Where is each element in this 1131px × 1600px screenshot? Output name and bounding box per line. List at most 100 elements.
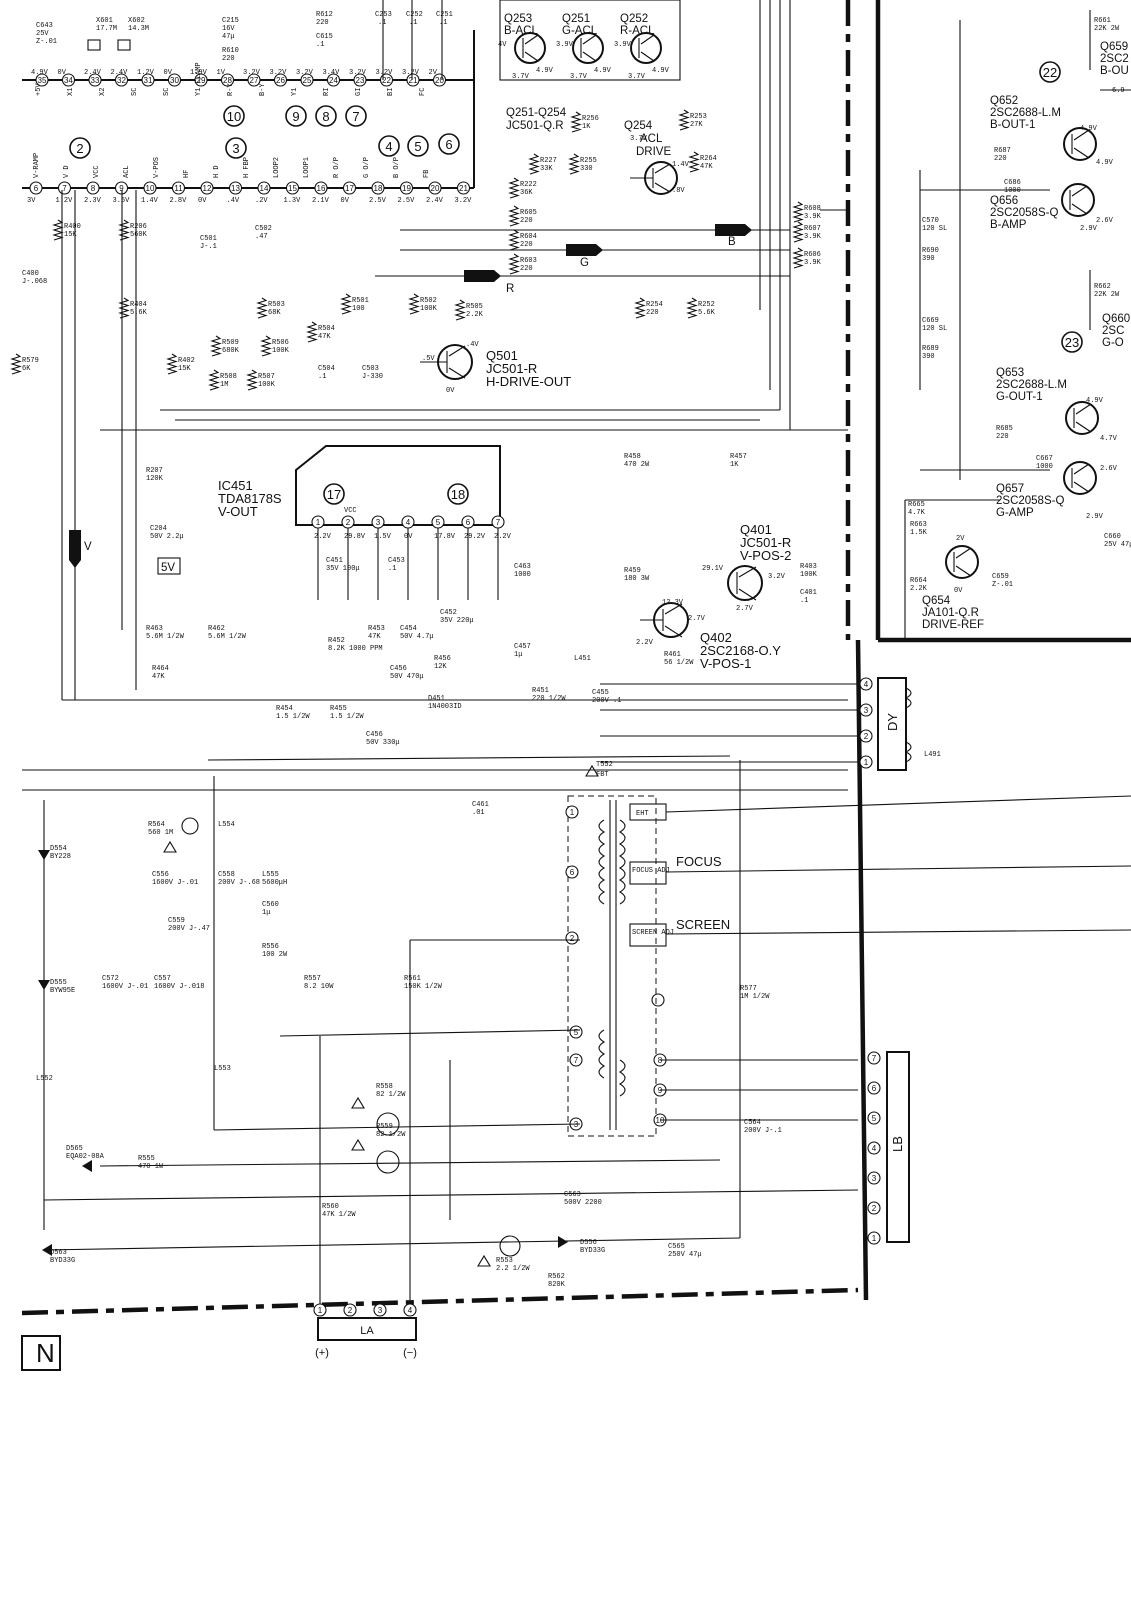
resistor-r509-value: 680K — [222, 347, 240, 355]
hv-part-r562-value: 820K — [548, 1281, 566, 1289]
dy-pin-1-number: 1 — [864, 758, 869, 767]
ic-bottom-pin-8-number: 8 — [91, 184, 96, 193]
cap-c504: C504.1 — [318, 365, 335, 381]
ic-bottom-pin-name: ACL — [123, 165, 131, 178]
bubble-3: 3 — [225, 137, 247, 159]
resistor-r606-value: 3.9K — [804, 259, 822, 267]
resistor-r227-value: 33K — [540, 165, 553, 173]
la-minus: (−) — [403, 1347, 417, 1359]
ic451-pin-4: 4 — [401, 515, 415, 529]
right-part-q654-ref: Q654 — [922, 595, 951, 607]
bubble-18: 18 — [447, 483, 469, 505]
resistor-r400-value: 15K — [64, 231, 77, 239]
hv-part-r577-ref: R577 — [740, 985, 757, 993]
part-c454-ref: C454 — [400, 625, 417, 633]
screen-label: SCREEN — [676, 917, 730, 932]
ic-top-pin-name: X2 — [99, 88, 107, 96]
resistor-r255-value: 330 — [580, 165, 593, 173]
right-part-q653-func: G-OUT-1 — [996, 391, 1043, 403]
q254-acl-drive: Q254 ACL DRIVE 1.4V .8V 3.7V — [624, 120, 690, 195]
ic451-part: TDA8178S — [218, 491, 282, 506]
q401-v2: 3.2V — [768, 573, 786, 581]
resistor-r506-ref: R506 — [272, 339, 289, 347]
ic451-pin-6-voltage: 29.2V — [464, 533, 486, 541]
resistor-r253-ref: R253 — [690, 113, 707, 121]
part-r459-ref: R459 — [624, 567, 641, 575]
ic-top-pin-31-number: 31 — [144, 76, 153, 85]
hv-part-r555-value: 470 1W — [138, 1163, 164, 1171]
ic-bottom-pin-9-voltage: 3.5V — [113, 197, 131, 205]
ic-top-pin-20-number: 20 — [435, 76, 444, 85]
ic-bottom-pin-11-voltage: 2.8V — [170, 197, 188, 205]
resistor-r264-value: 47K — [700, 163, 713, 171]
hv-part-l554: L554 — [218, 821, 235, 829]
r612-ref: R612 — [316, 11, 333, 19]
acl-q251-name: G-ACL — [562, 25, 598, 37]
resistor-r505-value: 2.2K — [466, 311, 484, 319]
q501-part: JC501-R — [486, 361, 537, 376]
ic-bottom-pin-16-voltage: 2.1V — [312, 197, 330, 205]
q254-name2: DRIVE — [636, 146, 671, 158]
hv-part-c565-ref: C565 — [668, 1243, 685, 1251]
lb-pin-7: 7 — [867, 1051, 881, 1065]
cap-c501-ref: C501 — [200, 235, 217, 243]
ic-bottom-pin-9-number: 9 — [119, 184, 124, 193]
acl-transistors: Q253B-ACL4V3.7V4.9VQ251G-ACL3.9V3.7V4.9V… — [498, 0, 681, 132]
part-c401: C401.1 — [800, 589, 817, 605]
ic451-pin-5-voltage: 17.8V — [434, 533, 456, 541]
ic-top-pin-name: R-Y — [227, 83, 235, 96]
part-c463-value: 1000 — [514, 571, 531, 579]
hv-part-c557-value: 1600V J-.018 — [154, 983, 204, 991]
ic-top-pin-21-voltage: 3.2V — [402, 69, 420, 77]
lb-pin-1-number: 1 — [872, 1234, 877, 1243]
hv-part-c559-ref: C559 — [168, 917, 185, 925]
dy-pin-2-number: 2 — [864, 732, 869, 741]
right-part-c667-ref: C667 — [1036, 455, 1053, 463]
right-part-q656-func: B-AMP — [990, 219, 1027, 231]
ic-bottom-pin-16-number: 16 — [317, 184, 326, 193]
right-part-c659-value: Z-.01 — [992, 581, 1013, 589]
ic-bottom-pin-19-voltage: 2.5V — [398, 197, 416, 205]
ic451-pin-2-number: 2 — [346, 518, 351, 527]
ic-bottom-pin-6-number: 6 — [34, 184, 39, 193]
ic-bottom-pin-name: R O/P — [333, 157, 341, 178]
ic-top-pin-30-number: 30 — [170, 76, 179, 85]
ic451-pin-3-voltage: 1.5V — [374, 533, 392, 541]
ic-bottom-pin-name: B O/P — [393, 157, 401, 178]
c252-ref: C252 — [406, 11, 423, 19]
ic-top-pin-32-number: 32 — [117, 76, 126, 85]
right-board-voltage: 2V — [956, 535, 965, 543]
la-pin-3-number: 3 — [378, 1306, 383, 1315]
hv-part-c572-ref: C572 — [102, 975, 119, 983]
hv-part-c461: C461.01 — [472, 801, 489, 817]
ic451-pin-7-number: 7 — [496, 518, 501, 527]
q401-func: V-POS-2 — [740, 548, 791, 563]
hv-part-c560-ref: C560 — [262, 901, 279, 909]
ic-top-pin-25-number: 25 — [303, 76, 312, 85]
ic-top-pin-name: RI — [323, 88, 331, 96]
hv-part-d565-ref: D565 — [66, 1145, 83, 1153]
la-pin-4: 4 — [403, 1303, 417, 1317]
ic-top-pin-35: 35 — [35, 73, 49, 87]
right-part-r685-value: 220 — [996, 433, 1009, 441]
part-r454-ref: R454 — [276, 705, 293, 713]
right-transistor-0 — [1063, 127, 1097, 161]
hv-part-c559-value: 200V J-.47 — [168, 925, 210, 933]
right-part-c686-value: 1000 — [1004, 187, 1021, 195]
